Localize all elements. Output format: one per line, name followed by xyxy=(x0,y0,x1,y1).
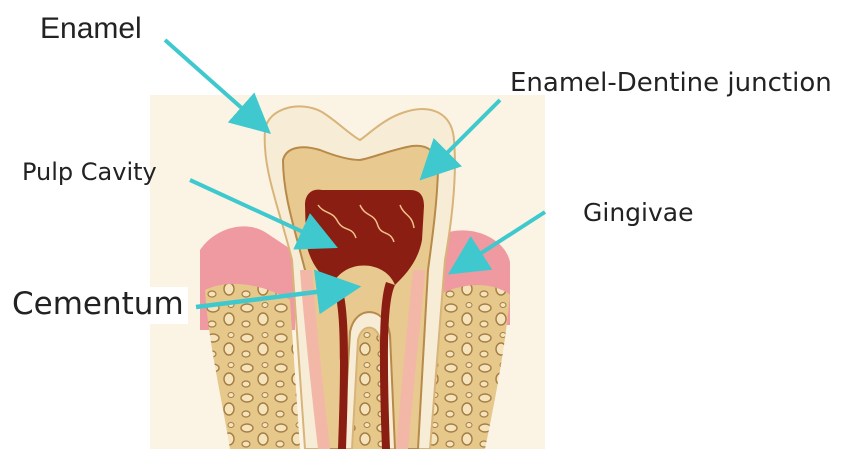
label-enamel-dentine-junction: Enamel-Dentine junction xyxy=(510,70,832,96)
label-gingivae: Gingivae xyxy=(583,200,693,225)
label-pulp-cavity: Pulp Cavity xyxy=(22,160,157,184)
label-enamel: Enamel xyxy=(40,14,142,44)
label-cementum: Cementum xyxy=(10,287,188,324)
